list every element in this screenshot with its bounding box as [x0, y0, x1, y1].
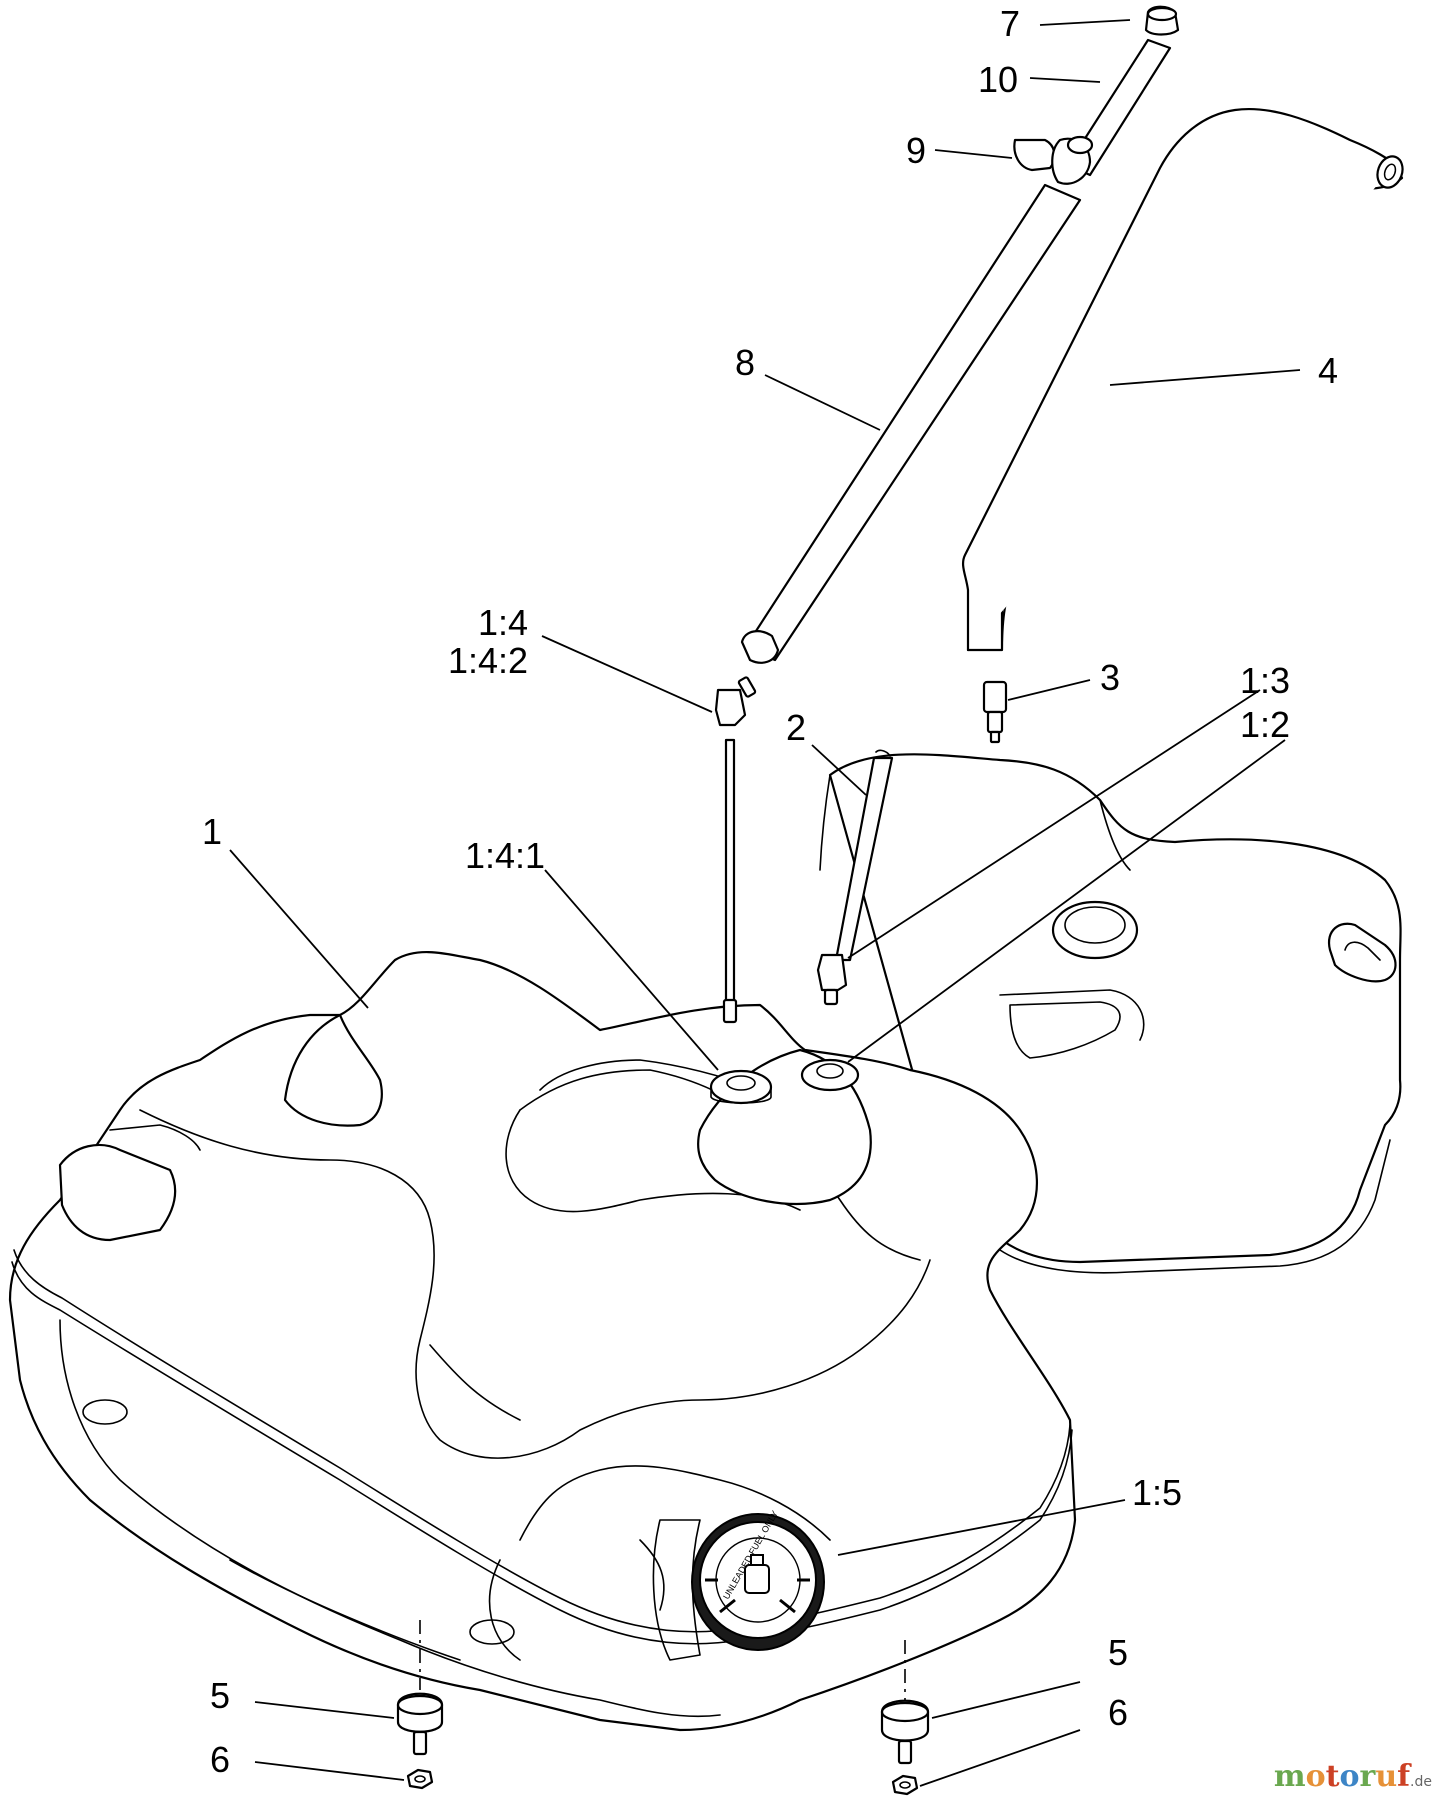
nut-part-6-left	[406, 1768, 434, 1790]
callout-labels: 7 10 9 8 4 1:4 1:4:2 3 1:3 1:2 2 1 1:4:1…	[202, 3, 1338, 1780]
callout-1-3: 1:3	[1240, 660, 1290, 701]
watermark-letter: f	[1397, 1759, 1412, 1794]
watermark-letter: m	[1274, 1759, 1306, 1794]
hose-part-10	[1066, 38, 1172, 177]
watermark-letter: o	[1306, 1759, 1326, 1794]
callout-4: 4	[1318, 350, 1338, 391]
clamp-part-7	[1144, 5, 1180, 36]
watermark-letter: t	[1326, 1759, 1340, 1794]
callout-1-5: 1:5	[1132, 1472, 1182, 1513]
fuel-cap-part: UNLEADED FUEL ONLY	[652, 1509, 825, 1661]
elbow-fitting-1-3	[816, 953, 848, 1006]
watermark-letter: u	[1375, 1759, 1397, 1794]
callout-9: 9	[906, 130, 926, 171]
callout-1-4-1: 1:4:1	[465, 835, 545, 876]
watermark-letter: r	[1360, 1759, 1377, 1794]
callout-3: 3	[1100, 657, 1120, 698]
callout-7: 7	[1000, 3, 1020, 44]
rubber-foot-part-5-left	[396, 1620, 444, 1756]
nut-part-6-right	[891, 1774, 919, 1796]
callout-8: 8	[735, 342, 755, 383]
callout-10: 10	[978, 59, 1018, 100]
callout-5-right: 5	[1108, 1632, 1128, 1673]
callout-1-2: 1:2	[1240, 704, 1290, 745]
callout-1-4: 1:4	[478, 602, 528, 643]
rubber-foot-part-5-right	[880, 1640, 930, 1765]
callout-6-left: 6	[210, 1739, 230, 1780]
watermark-suffix: .de	[1410, 1774, 1432, 1790]
motoruf-watermark-logo: motoruf.de	[1274, 1759, 1432, 1794]
callout-1: 1	[202, 811, 222, 852]
fuel-hose-part-8	[740, 183, 1082, 664]
callout-2: 2	[786, 707, 806, 748]
grommet-1-2	[800, 1058, 860, 1092]
fuel-tank-part	[8, 753, 1402, 1732]
callout-1-4-2: 1:4:2	[448, 640, 528, 681]
callout-6-right: 6	[1108, 1692, 1128, 1733]
leader-lines	[229, 19, 1301, 1787]
connector-part-3	[982, 680, 1008, 744]
hose-part-2	[834, 749, 894, 962]
callout-5-left: 5	[210, 1675, 230, 1716]
pickup-tube-1-4-2	[714, 676, 757, 1024]
grommet-1-4-1	[709, 1069, 773, 1105]
svg-text:motoruf.de: motoruf.de	[1274, 1759, 1432, 1794]
clamp-part-9	[1013, 135, 1094, 185]
watermark-letter: o	[1340, 1759, 1360, 1794]
